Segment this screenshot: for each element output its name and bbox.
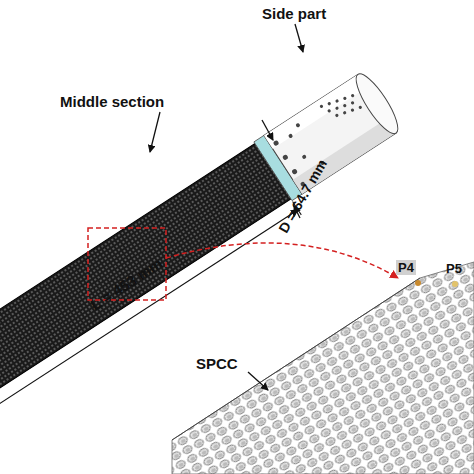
point-label: P5 bbox=[446, 262, 462, 275]
part-name: Middle section bbox=[60, 94, 164, 109]
part-name: Side part bbox=[262, 6, 326, 21]
point-label: P4 bbox=[396, 260, 416, 275]
material-label: SPCC bbox=[196, 356, 238, 371]
